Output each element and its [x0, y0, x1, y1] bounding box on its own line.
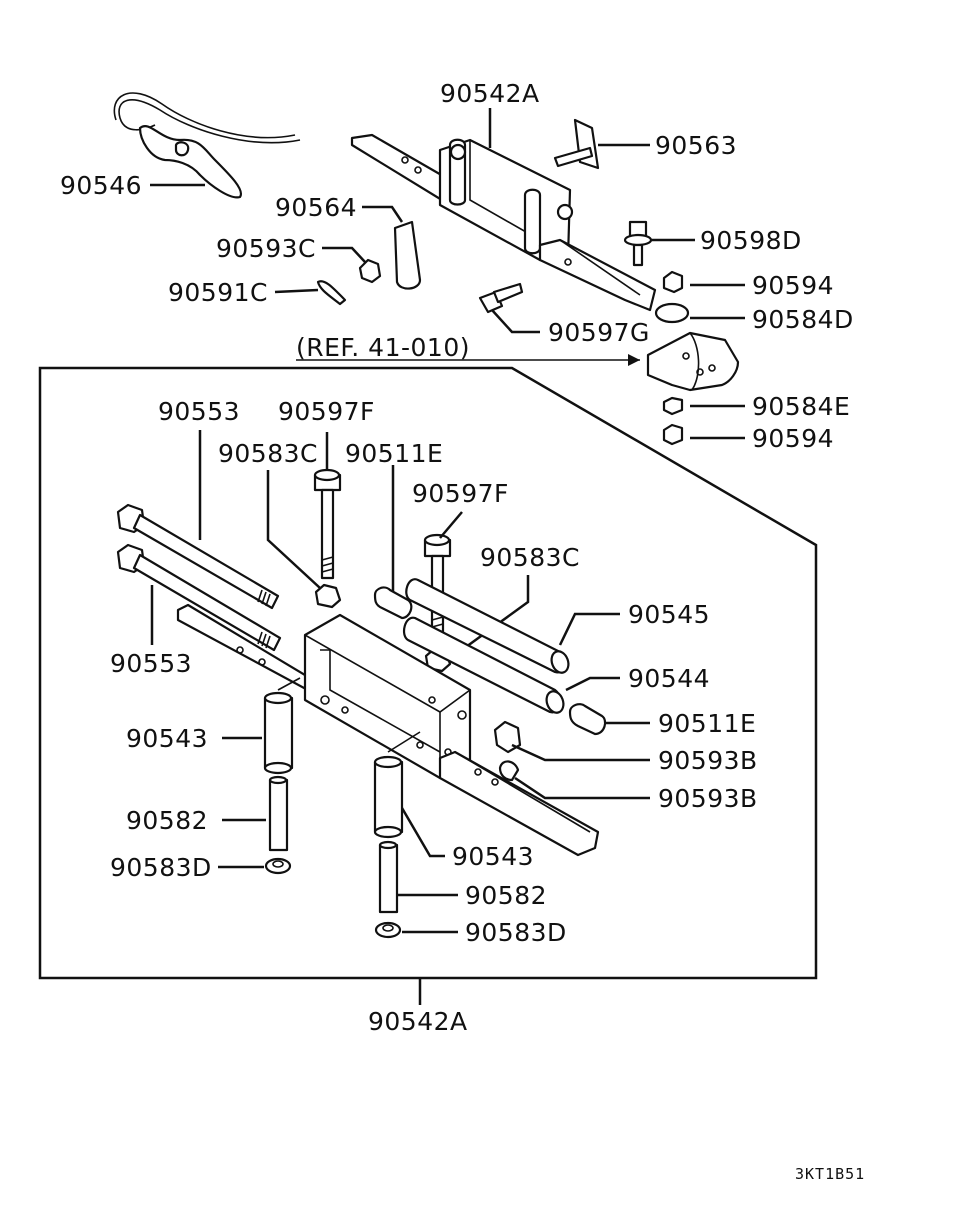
drawing-code: 3KT1B51 [795, 1165, 865, 1183]
label-90545: 90545 [628, 600, 710, 629]
rail-edge [454, 751, 591, 833]
washer-90583D-left-part [264, 857, 292, 875]
rail-hole [491, 778, 499, 786]
label-90583C-left: 90583C [218, 439, 318, 468]
leader-90597F-right [439, 511, 463, 539]
clip-90591C-part [316, 280, 347, 306]
leader-90593B-lower [514, 776, 650, 800]
rail-hole [474, 768, 482, 776]
label-90511E-right: 90511E [658, 709, 756, 738]
leader-90597G [491, 309, 540, 334]
pin-90582-left-part [268, 775, 289, 852]
label-90593B-lower: 90593B [658, 784, 758, 813]
label-90546: 90546 [60, 171, 142, 200]
leader-90543-right [400, 807, 445, 858]
label-90597F-right: 90597F [412, 479, 509, 508]
label-top-90542A: 90542A [440, 79, 540, 108]
rail-hole [258, 658, 266, 666]
sleeve-90545-part [405, 578, 570, 674]
nut-90594-bottom-part [662, 423, 684, 446]
leader-90593C [322, 246, 366, 263]
bracket-90564-part [393, 220, 422, 290]
label-bottom-90542A: 90542A [368, 1007, 468, 1036]
top-bracket-assembly [350, 133, 657, 312]
nut-90593C-part [358, 258, 382, 284]
rail-hole [236, 646, 244, 654]
label-90583D-right: 90583D [465, 918, 567, 947]
leader-90544 [565, 676, 620, 692]
pin-90582-right-part [378, 840, 399, 914]
leader-90564 [362, 205, 404, 223]
bushing-90511E-right-part [568, 703, 607, 736]
bolt-90598D-part [623, 220, 653, 267]
ref-arrow-head [628, 354, 640, 366]
cap-holder-part [646, 331, 740, 392]
label-90553-top: 90553 [158, 397, 240, 426]
sleeve-90544-part [402, 616, 565, 714]
label-90598D: 90598D [700, 226, 802, 255]
label-90591C: 90591C [168, 278, 268, 307]
label-90593B-upper: 90593B [658, 746, 758, 775]
long-bolt-upper-part [116, 503, 280, 610]
bolt-90597F-left-part [313, 468, 342, 580]
label-90564: 90564 [275, 193, 357, 222]
label-90583D-left: 90583D [110, 853, 212, 882]
ref-label: (REF. 41-010) [296, 333, 470, 362]
label-90584E: 90584E [752, 392, 850, 421]
spacer-90543-right-part [373, 755, 404, 839]
label-90597G: 90597G [548, 318, 650, 347]
spacer-90543-left-part [263, 691, 294, 775]
label-90543-right: 90543 [452, 842, 534, 871]
label-90511E-left: 90511E [345, 439, 443, 468]
bushing-90511E-left-part [373, 586, 413, 620]
washer-90584D-part [654, 302, 690, 324]
pin-plate-part [553, 118, 600, 170]
long-bolt-lower-part [116, 543, 282, 652]
bolt-90597G-part [478, 282, 524, 314]
leader-90591C [274, 288, 319, 294]
leader-90593B-upper [511, 743, 650, 762]
washer-90583D-right-part [374, 921, 402, 939]
right-rail-part [438, 750, 600, 857]
nut-90583C-left-part [314, 583, 342, 609]
leader-90583C-right [447, 575, 530, 662]
clip-90593B-lower-part [498, 760, 520, 782]
label-90594-bottom: 90594 [752, 424, 834, 453]
leader-90583C-left [266, 470, 321, 589]
assembly-guide-lines [277, 677, 421, 753]
label-90553-bottom: 90553 [110, 649, 192, 678]
label-90582-left: 90582 [126, 806, 208, 835]
label-90544: 90544 [628, 664, 710, 693]
label-90583C-right: 90583C [480, 543, 580, 572]
label-90563: 90563 [655, 131, 737, 160]
label-90594-top: 90594 [752, 271, 834, 300]
label-90593C: 90593C [216, 234, 316, 263]
label-90584D: 90584D [752, 305, 854, 334]
label-90543-left: 90543 [126, 724, 208, 753]
nut-90584E-part [662, 396, 684, 416]
assembly-frame [38, 366, 818, 980]
label-90597F-left: 90597F [278, 397, 375, 426]
wire-hook-part [113, 92, 301, 199]
leader-90545 [558, 612, 620, 646]
nut-90594-top-part [662, 270, 684, 294]
label-90582-right: 90582 [465, 881, 547, 910]
